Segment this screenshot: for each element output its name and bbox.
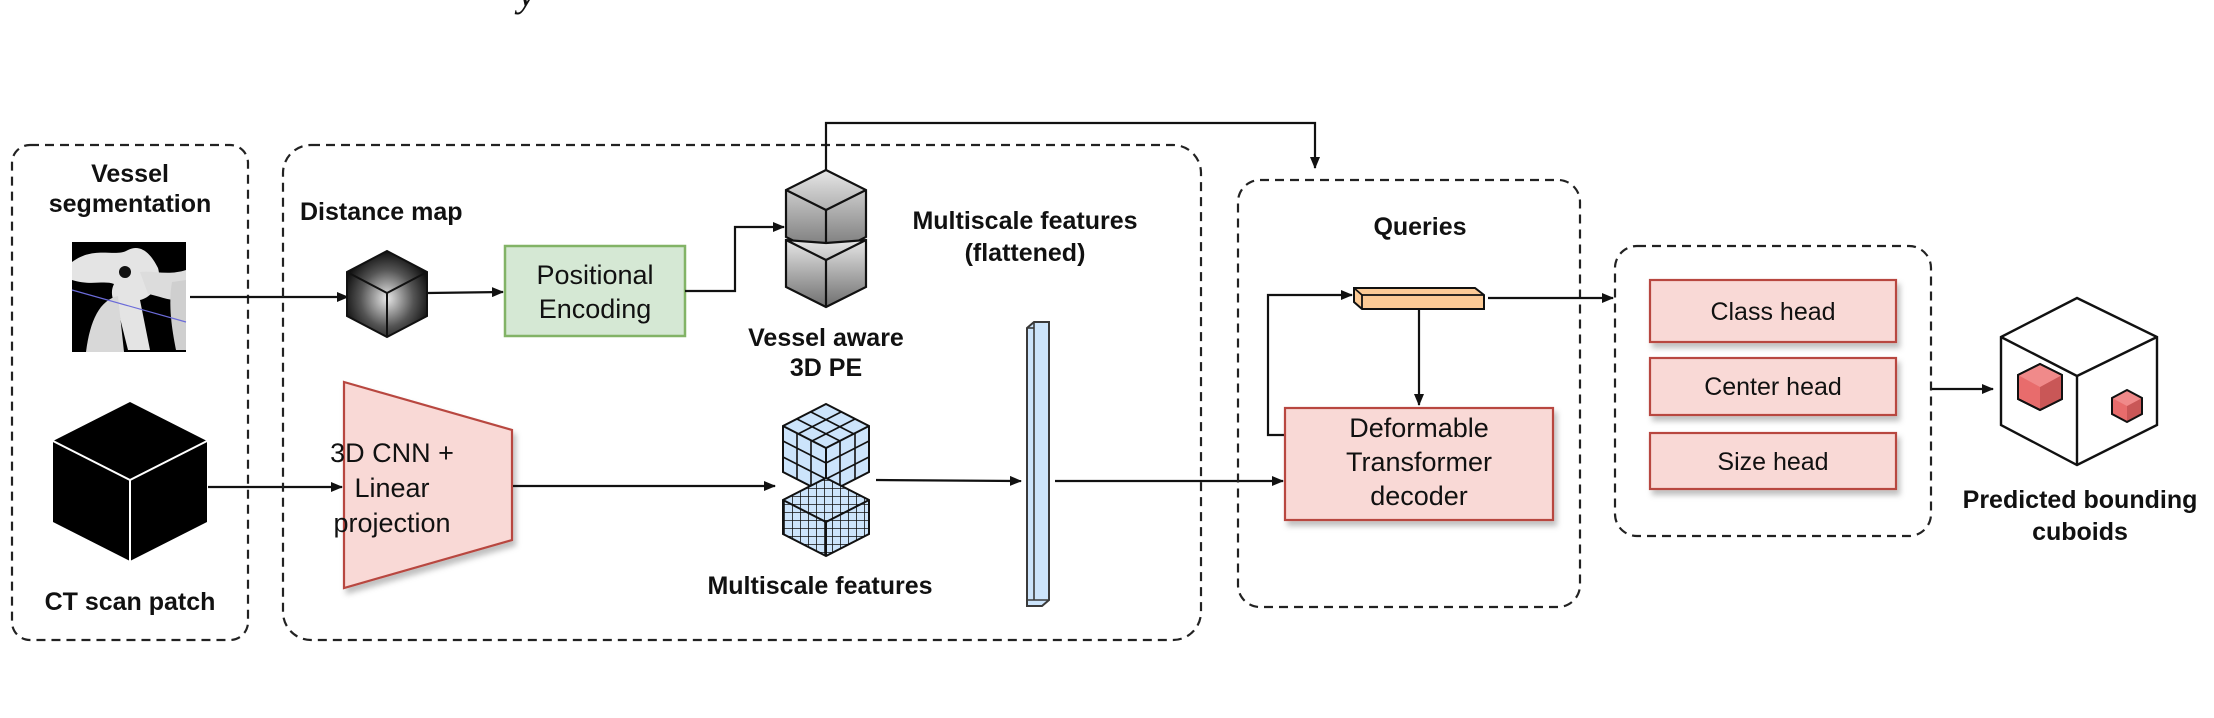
cnn-label-line3: projection bbox=[333, 508, 450, 538]
vessel-aware-pe-label-line1: Vessel aware bbox=[748, 324, 904, 352]
ct-scan-cube-icon bbox=[52, 402, 208, 561]
input-group: Vessel segmentation CT scan patch bbox=[10, 143, 349, 642]
deformable-transformer-decoder-block: Deformable Transformer decoder bbox=[1283, 406, 1555, 522]
arrow-vessel-pe-to-decoder bbox=[824, 121, 1320, 170]
vessel-aware-pe-cubes-icon bbox=[784, 168, 868, 309]
decoder-label-line2: Transformer bbox=[1346, 447, 1492, 477]
arrow-multiscale-to-flattened bbox=[875, 475, 1022, 486]
predicted-cuboids-label-line2: cuboids bbox=[2032, 518, 2128, 546]
top-fragment-text: y bbox=[514, 0, 536, 15]
size-head-box: Size head bbox=[1648, 431, 1898, 491]
vessel-aware-pe-label-line2: 3D PE bbox=[790, 354, 862, 382]
heads-group-border bbox=[1613, 244, 1933, 538]
predicted-cuboids-icon bbox=[1999, 296, 2159, 467]
flattened-features-bar bbox=[1026, 321, 1050, 607]
flattened-features-label-line1: Multiscale features bbox=[912, 207, 1137, 235]
decoder-label-line1: Deformable bbox=[1349, 413, 1489, 443]
encoder-group-border bbox=[281, 143, 1203, 642]
vessel-segmentation-label-line2: segmentation bbox=[49, 190, 212, 218]
flattened-features-label-line2: (flattened) bbox=[965, 239, 1086, 267]
multiscale-features-label: Multiscale features bbox=[707, 572, 932, 600]
arrow-pe-to-vessel-pe bbox=[685, 222, 785, 293]
encoder-group: Distance map Positional Encoding Vessel … bbox=[281, 121, 1320, 642]
cnn-label-line1: 3D CNN + bbox=[330, 438, 454, 468]
queries-bar bbox=[1353, 287, 1485, 310]
arrow-distance-map-to-pe bbox=[427, 287, 504, 298]
ct-scan-patch-label: CT scan patch bbox=[45, 588, 216, 616]
heads-group: Class head Center head Size head bbox=[1613, 244, 1994, 538]
predicted-cuboids-label-line1: Predicted bounding bbox=[1963, 486, 2198, 514]
queries-label: Queries bbox=[1373, 213, 1466, 241]
cnn-linear-projection-block: 3D CNN + Linear projection bbox=[330, 380, 514, 590]
distance-map-label: Distance map bbox=[300, 198, 463, 226]
cnn-label-line2: Linear bbox=[354, 473, 429, 503]
input-group-border bbox=[10, 143, 250, 642]
multiscale-features-cubes-icon bbox=[782, 402, 870, 558]
size-head-label: Size head bbox=[1717, 448, 1828, 476]
center-head-label: Center head bbox=[1704, 373, 1842, 401]
vessel-segmentation-image bbox=[71, 242, 187, 352]
distance-map-cube-icon bbox=[346, 249, 428, 339]
decoder-group: Queries Deformable Transformer decoder bbox=[1236, 178, 1614, 609]
decoder-group-border bbox=[1236, 178, 1582, 609]
pe-label-line2: Encoding bbox=[539, 294, 652, 324]
class-head-box: Class head bbox=[1648, 278, 1898, 344]
vessel-segmentation-label-line1: Vessel bbox=[91, 160, 169, 188]
arrow-decoder-feedback-to-queries bbox=[1266, 290, 1353, 437]
center-head-box: Center head bbox=[1648, 356, 1898, 417]
class-head-label: Class head bbox=[1710, 298, 1835, 326]
decoder-label-line3: decoder bbox=[1370, 481, 1468, 511]
positional-encoding-box: Positional Encoding bbox=[503, 244, 687, 338]
pe-label-line1: Positional bbox=[536, 260, 653, 290]
